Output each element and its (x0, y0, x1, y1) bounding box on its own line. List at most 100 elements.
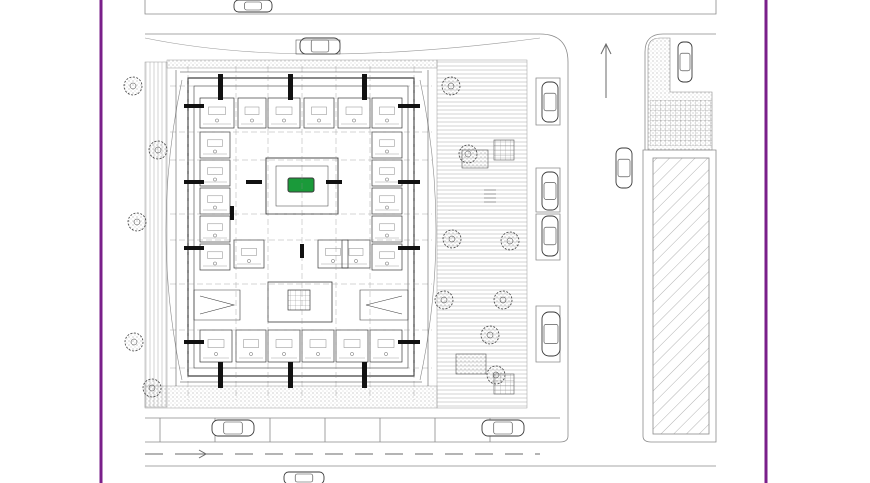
building-footprint (187, 77, 415, 377)
car-9 (481, 419, 525, 437)
planter-east-1 (493, 139, 515, 161)
structural-column-18 (300, 244, 304, 258)
tree-7 (124, 332, 144, 352)
structural-column-13 (398, 246, 420, 250)
sidewalk-bays (159, 418, 491, 442)
room-6 (371, 97, 403, 129)
room-14 (371, 187, 403, 215)
room-18 (317, 239, 349, 269)
tree-13 (434, 290, 454, 310)
car-7 (541, 311, 561, 357)
room-15 (371, 215, 403, 243)
structural-column-16 (326, 180, 342, 184)
room-12 (371, 131, 403, 159)
structural-column-5 (288, 362, 293, 388)
hatched-building-block (652, 157, 710, 435)
building-outer-wall (187, 77, 415, 377)
tree-4 (127, 212, 147, 232)
planter-east-3 (455, 353, 487, 375)
room-16 (371, 243, 403, 271)
structural-column-17 (246, 180, 262, 184)
entrance-wedge-west (193, 289, 241, 321)
structural-column-11 (398, 104, 420, 108)
misc-symbols (295, 39, 515, 395)
car-3 (541, 81, 559, 123)
structural-column-6 (362, 362, 367, 388)
column-grid-layer (170, 66, 432, 400)
plaza-arc-east (419, 79, 437, 381)
entrance-wedge-east (359, 289, 409, 321)
room-8 (199, 159, 231, 187)
north-gateway-arc (144, 37, 541, 55)
room-3 (267, 97, 301, 129)
structural-column-10 (184, 340, 204, 344)
room-1 (199, 97, 235, 129)
tree-6 (500, 231, 520, 251)
room-2 (237, 97, 267, 129)
planter-east-4 (461, 149, 489, 169)
room-17 (233, 239, 265, 269)
room-25 (369, 329, 403, 363)
tree-1 (123, 76, 143, 96)
rooms-layer (199, 97, 403, 363)
plaza-south-paving (144, 385, 438, 409)
drawing-frame (99, 0, 768, 483)
room-24 (335, 329, 369, 363)
car-1 (233, 0, 273, 13)
cars-layer (211, 0, 693, 483)
arrow-northbound (600, 42, 612, 98)
structural-column-3 (362, 74, 367, 100)
right-block-curb (642, 149, 717, 443)
room-5 (337, 97, 371, 129)
curb-north (145, 33, 569, 443)
green-fountain (287, 177, 315, 193)
planter-east-2 (493, 373, 515, 395)
room-10 (199, 215, 231, 243)
columns-layer (184, 74, 420, 388)
car-8 (211, 419, 255, 437)
plaza-arc-west (165, 79, 183, 381)
car-5 (541, 171, 559, 211)
structural-column-12 (398, 180, 420, 184)
room-19 (341, 239, 371, 269)
room-7 (199, 131, 231, 159)
tree-8 (480, 325, 500, 345)
lobby-core (287, 289, 311, 311)
tree-2 (441, 76, 461, 96)
structural-column-9 (184, 246, 204, 250)
structural-column-15 (230, 206, 234, 220)
room-13 (371, 159, 403, 187)
structural-column-8 (184, 180, 204, 184)
car-4 (615, 147, 633, 189)
car-11 (299, 37, 341, 55)
parking-bays-east (535, 77, 561, 363)
gate-house (295, 39, 341, 55)
median-strip (644, 33, 716, 150)
median-grid-pattern (650, 100, 712, 146)
room-9 (199, 187, 231, 215)
structural-column-1 (218, 74, 223, 100)
room-22 (267, 329, 301, 363)
room-20 (199, 329, 233, 363)
road-network (144, 0, 717, 467)
tree-12 (148, 140, 168, 160)
car-6 (541, 215, 559, 257)
room-4 (303, 97, 335, 129)
room-11 (199, 243, 231, 271)
road-edge-north (144, 0, 717, 15)
tree-10 (142, 378, 162, 398)
tree-5 (442, 229, 462, 249)
tree-11 (493, 290, 513, 310)
car-10 (283, 471, 325, 483)
structural-column-14 (398, 340, 420, 344)
stairs-east (484, 189, 496, 203)
plaza-west-paving (144, 61, 168, 408)
structural-column-4 (218, 362, 223, 388)
room-21 (235, 329, 267, 363)
structural-column-2 (288, 74, 293, 100)
car-2 (677, 41, 693, 83)
room-23 (301, 329, 335, 363)
traffic-arrows (145, 42, 612, 459)
